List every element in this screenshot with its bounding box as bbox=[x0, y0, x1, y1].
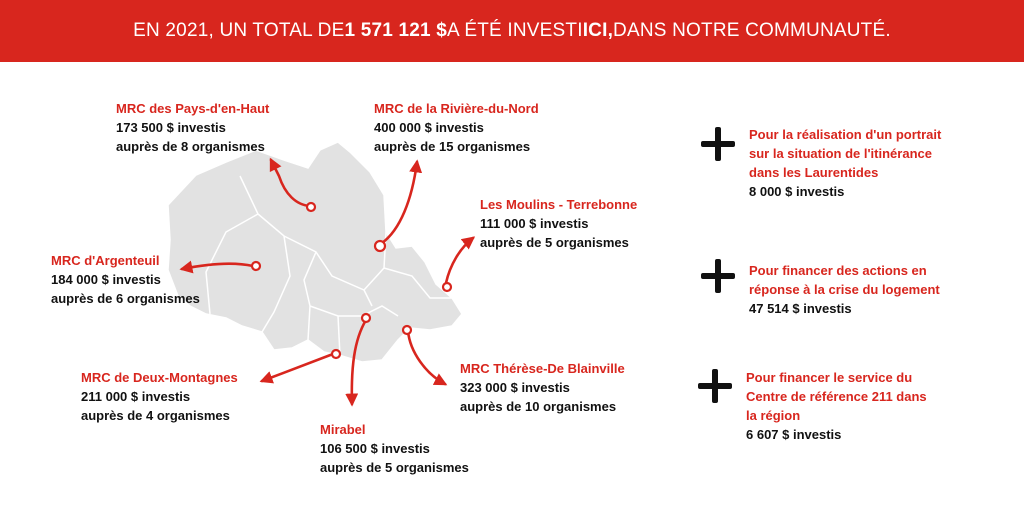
region-organisms: auprès de 4 organismes bbox=[81, 408, 230, 423]
extra-portrait-itinerance: Pour la réalisation d'un portrait sur la… bbox=[749, 125, 1009, 201]
connector-arrows bbox=[179, 157, 476, 407]
map-pin-icon bbox=[330, 348, 342, 360]
map-pin-icon bbox=[305, 201, 317, 213]
region-organisms: auprès de 5 organismes bbox=[320, 460, 469, 475]
extra-description-line: dans les Laurentides bbox=[749, 165, 879, 180]
arrow-therese-de-blainville bbox=[406, 329, 448, 386]
region-amount: 173 500 $ investis bbox=[116, 120, 226, 135]
extra-description-line: Pour financer des actions en bbox=[749, 263, 927, 278]
arrow-pays-d-en-haut bbox=[269, 157, 312, 208]
region-amount: 323 000 $ investis bbox=[460, 380, 570, 395]
extra-crise-logement: Pour financer des actions en réponse à l… bbox=[749, 261, 1009, 318]
banner-suffix: DANS NOTRE COMMUNAUTÉ. bbox=[613, 20, 891, 41]
extra-description-line: la région bbox=[746, 408, 801, 423]
region-deux-montagnes: MRC de Deux-Montagnes 211 000 $ investis… bbox=[81, 368, 238, 425]
extra-amount: 6 607 $ investis bbox=[746, 427, 842, 442]
arrow-argenteuil bbox=[179, 260, 255, 274]
region-name: MRC de la Rivière-du-Nord bbox=[374, 101, 539, 116]
region-name: Les Moulins - Terrebonne bbox=[480, 197, 638, 212]
arrow-les-moulins bbox=[444, 236, 476, 285]
region-amount: 184 000 $ investis bbox=[51, 272, 161, 287]
banner-prefix: EN 2021, UN TOTAL DE bbox=[133, 20, 345, 41]
arrow-mirabel bbox=[345, 318, 368, 407]
region-pays-d-en-haut: MRC des Pays-d'en-Haut 173 500 $ investi… bbox=[116, 99, 269, 156]
header-banner: EN 2021, UN TOTAL DE 1 571 121 $ A ÉTÉ I… bbox=[0, 0, 1024, 62]
map-pin-icon bbox=[401, 324, 413, 336]
region-les-moulins-terrebonne: Les Moulins - Terrebonne 111 000 $ inves… bbox=[480, 195, 637, 252]
map-pin-icon bbox=[250, 260, 262, 272]
region-amount: 106 500 $ investis bbox=[320, 441, 430, 456]
region-name: MRC de Deux-Montagnes bbox=[81, 370, 238, 385]
region-organisms: auprès de 10 organismes bbox=[460, 399, 617, 414]
region-amount: 400 000 $ investis bbox=[374, 120, 484, 135]
region-amount: 211 000 $ investis bbox=[81, 389, 191, 404]
banner-middle: A ÉTÉ INVESTI bbox=[447, 20, 583, 41]
extra-description-line: Pour la réalisation d'un portrait bbox=[749, 127, 942, 142]
region-mirabel: Mirabel 106 500 $ investis auprès de 5 o… bbox=[320, 420, 469, 477]
region-name: MRC des Pays-d'en-Haut bbox=[116, 101, 270, 116]
extra-description-line: Centre de référence 211 dans bbox=[746, 389, 927, 404]
extra-description-line: sur la situation de l'itinérance bbox=[749, 146, 932, 161]
plus-icon bbox=[701, 259, 735, 293]
region-therese-de-blainville: MRC Thérèse-De Blainville 323 000 $ inve… bbox=[460, 359, 625, 416]
arrow-deux-montagnes bbox=[259, 352, 335, 384]
region-organisms: auprès de 6 organismes bbox=[51, 291, 200, 306]
region-name: Mirabel bbox=[320, 422, 366, 437]
banner-here: ICI, bbox=[582, 20, 614, 41]
map-pin-icon bbox=[360, 312, 372, 324]
map-pin-icon bbox=[441, 281, 453, 293]
map-territory bbox=[167, 141, 463, 363]
extra-description-line: Pour financer le service du bbox=[746, 370, 913, 385]
plus-icon bbox=[698, 369, 732, 403]
banner-total-amount: 1 571 121 $ bbox=[344, 20, 448, 41]
extra-centre-211: Pour financer le service du Centre de ré… bbox=[746, 368, 1006, 444]
plus-icon bbox=[701, 127, 735, 161]
arrow-riviere-du-nord bbox=[380, 159, 423, 245]
region-organisms: auprès de 5 organismes bbox=[480, 235, 629, 250]
region-organisms: auprès de 8 organismes bbox=[116, 139, 265, 154]
map-pin-icon bbox=[373, 239, 387, 253]
extra-description-line: réponse à la crise du logement bbox=[749, 282, 940, 297]
extra-amount: 8 000 $ investis bbox=[749, 184, 845, 199]
region-riviere-du-nord: MRC de la Rivière-du-Nord 400 000 $ inve… bbox=[374, 99, 539, 156]
region-name: MRC Thérèse-De Blainville bbox=[460, 361, 625, 376]
region-argenteuil: MRC d'Argenteuil 184 000 $ investis aupr… bbox=[51, 251, 200, 308]
map-pins bbox=[250, 201, 453, 360]
region-name: MRC d'Argenteuil bbox=[51, 253, 160, 268]
region-amount: 111 000 $ investis bbox=[480, 216, 589, 231]
region-organisms: auprès de 15 organismes bbox=[374, 139, 531, 154]
extra-amount: 47 514 $ investis bbox=[749, 301, 852, 316]
